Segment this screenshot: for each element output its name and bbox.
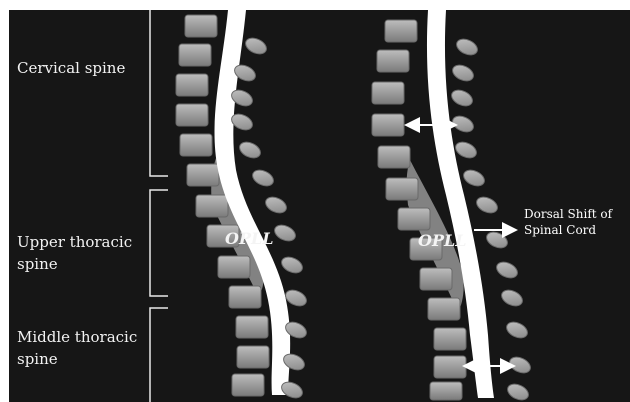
vertebral-body [430,382,462,400]
left-spine [176,10,309,401]
cervical-spine-label: Cervical spine [17,57,125,79]
spinous-process [250,167,276,189]
vertebral-body [377,50,409,72]
vertebral-body [185,15,217,37]
spinous-process [272,222,298,244]
right-spine [372,10,533,402]
vertebral-body [232,374,264,396]
middle-thoracic-bracket [150,308,168,402]
vertebral-body [420,268,452,290]
left-opll-label: OPLL [225,228,273,250]
spinous-process [461,167,487,189]
spinous-process [237,139,263,161]
spinous-process [494,259,520,281]
cervical-bracket [150,10,168,176]
vertebral-body [372,114,404,136]
vertebral-body [176,74,208,96]
spinous-process [243,35,269,57]
vertebral-body [434,356,466,378]
vertebral-body [385,20,417,42]
vertebral-body [428,298,460,320]
vertebral-body [434,328,466,350]
vertebral-body [176,104,208,126]
upper-thoracic-bracket [150,190,168,296]
spinous-process [454,36,480,58]
spinous-process [499,287,525,309]
spinous-process [263,194,289,216]
vertebral-body [386,178,418,200]
spinous-process [450,62,476,84]
spinous-process [453,139,479,161]
spinous-process [449,87,475,109]
spinous-process [474,194,500,216]
vertebral-body [180,134,212,156]
vertebral-body [196,195,228,217]
spinous-process [279,254,305,276]
vertebral-body [237,346,269,368]
vertebral-body [218,256,250,278]
vertebral-body [187,164,219,186]
region-brackets [150,10,168,402]
dorsal-shift-annotation: Dorsal Shift of Spinal Cord [524,206,612,238]
spinous-process [504,319,530,341]
vertebral-body [372,82,404,104]
spinous-process [505,381,531,402]
vertebral-body [179,44,211,66]
vertebral-body [378,146,410,168]
vertebral-body [398,208,430,230]
upper-thoracic-spine-label: Upper thoracic spine [17,231,132,275]
middle-thoracic-spine-label: Middle thoracic spine [17,326,137,370]
vertebral-body [229,286,261,308]
spinous-process [484,229,510,251]
right-opll-label: OPLL [418,230,466,252]
vertebral-body [236,316,268,338]
